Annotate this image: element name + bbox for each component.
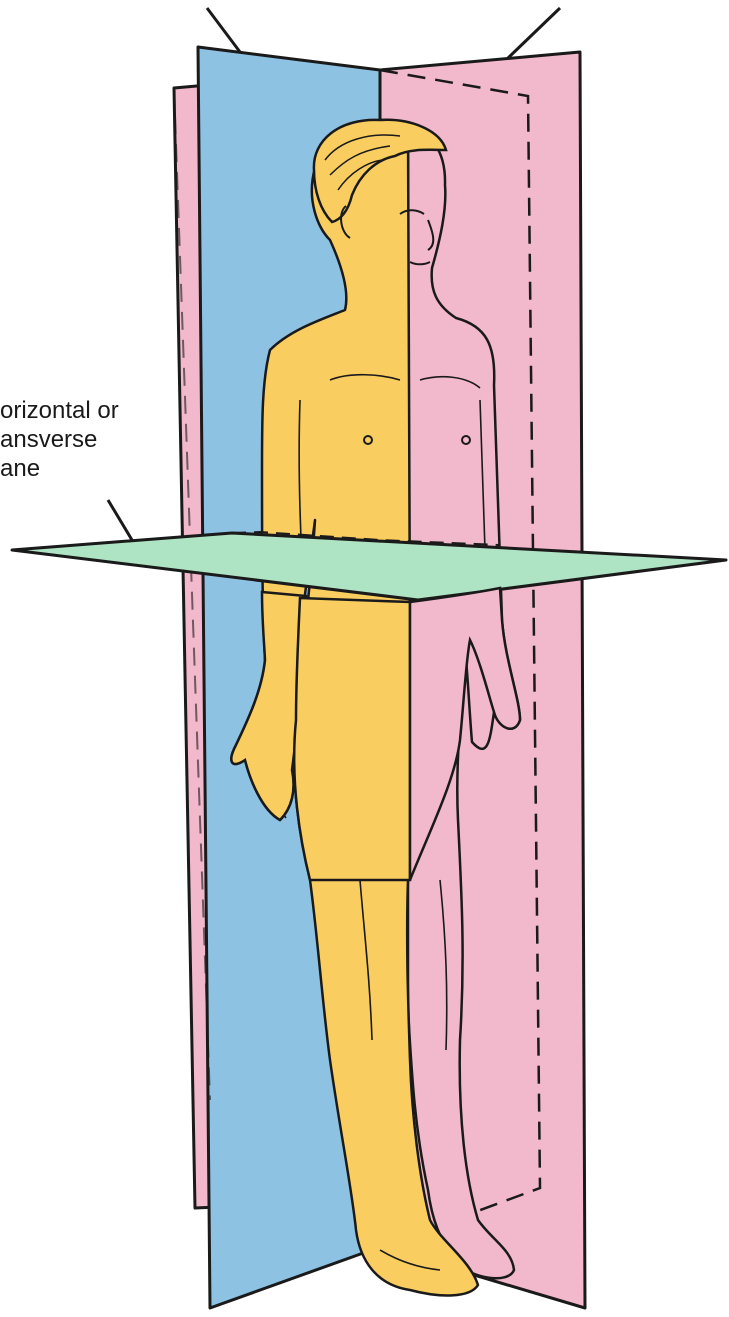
waist-center-overlay [294,598,410,880]
sagittal-leader-line [508,8,560,58]
transverse-label-line-3: ane [0,454,119,483]
transverse-leader-line [108,500,132,540]
transverse-label-line-2: ansverse [0,425,119,454]
transverse-plane [12,533,726,600]
coronal-leader-line [207,8,240,52]
transverse-plane-label: orizontal or ansverse ane [0,396,119,483]
transverse-label-line-1: orizontal or [0,396,119,425]
